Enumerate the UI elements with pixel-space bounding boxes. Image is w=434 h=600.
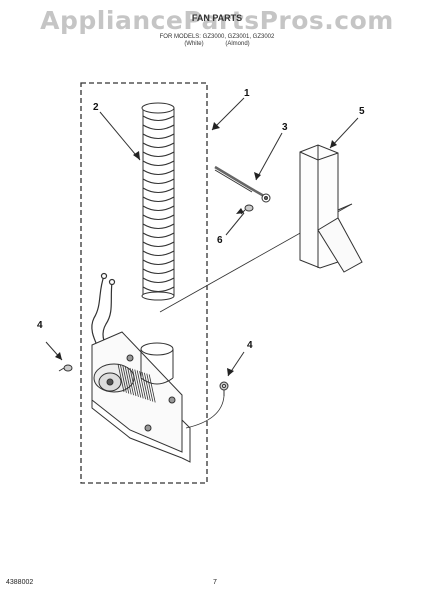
spiral-hose bbox=[141, 102, 175, 301]
document-number: 4388002 bbox=[6, 579, 34, 586]
cord-clip bbox=[214, 165, 271, 203]
fan-blade bbox=[144, 372, 151, 401]
hose-coil bbox=[142, 259, 175, 266]
hose-coil bbox=[142, 196, 175, 203]
hose-coil bbox=[142, 223, 175, 230]
fan-blade bbox=[117, 363, 125, 393]
hose-coil bbox=[142, 169, 175, 176]
hose-coil bbox=[142, 268, 175, 275]
callout-1: 1 bbox=[244, 88, 250, 99]
callout-6: 6 bbox=[217, 235, 223, 246]
hose-coil bbox=[142, 205, 175, 212]
fan-blade bbox=[134, 369, 142, 398]
air-deflector-shroud bbox=[299, 144, 363, 273]
blower-housing bbox=[91, 331, 191, 463]
hose-coil bbox=[142, 160, 175, 167]
model-list: FOR MODELS: GZ3000, GZ3001, GZ3002 bbox=[159, 34, 275, 40]
hose-coil bbox=[142, 241, 175, 248]
callout-4-right: 4 bbox=[247, 340, 253, 351]
callout-4-left: 4 bbox=[37, 320, 43, 331]
fan-blade bbox=[122, 365, 130, 394]
fan-blade bbox=[129, 367, 137, 397]
fan-assembly-dashed-box bbox=[80, 82, 208, 484]
hose-coil bbox=[142, 133, 175, 140]
fan-blade bbox=[124, 366, 132, 395]
diagram-title: FAN PARTS bbox=[191, 13, 243, 23]
site-watermark: AppliancePartsPros.com bbox=[40, 6, 394, 35]
variant-white: (White) bbox=[184, 41, 204, 47]
hose-coil bbox=[142, 115, 175, 122]
hose-coil bbox=[142, 151, 175, 158]
fan-blade bbox=[120, 364, 127, 393]
hose-coil bbox=[142, 277, 175, 284]
variant-almond: (Almond) bbox=[225, 41, 250, 47]
hose-coil bbox=[142, 187, 175, 194]
fan-blade bbox=[127, 367, 134, 396]
hose-coil bbox=[142, 178, 175, 185]
fan-blade bbox=[146, 373, 154, 402]
color-variants: (White) (Almond) bbox=[0, 41, 434, 47]
callout-3: 3 bbox=[282, 122, 288, 133]
callout-5: 5 bbox=[359, 106, 365, 117]
hose-coil bbox=[142, 232, 175, 239]
fan-blade bbox=[148, 374, 156, 403]
nut-right bbox=[219, 381, 229, 396]
screw-left bbox=[58, 364, 73, 372]
page-number: 7 bbox=[213, 579, 217, 586]
fan-blade bbox=[136, 370, 144, 399]
hose-coil bbox=[142, 286, 175, 293]
fan-blade bbox=[141, 371, 149, 401]
hose-coil bbox=[142, 124, 175, 131]
fan-blade bbox=[139, 371, 146, 400]
callout-2: 2 bbox=[93, 102, 99, 113]
hose-coil bbox=[142, 214, 175, 221]
hose-coil bbox=[142, 142, 175, 149]
fan-blade bbox=[132, 368, 139, 397]
hose-coil bbox=[142, 250, 175, 257]
